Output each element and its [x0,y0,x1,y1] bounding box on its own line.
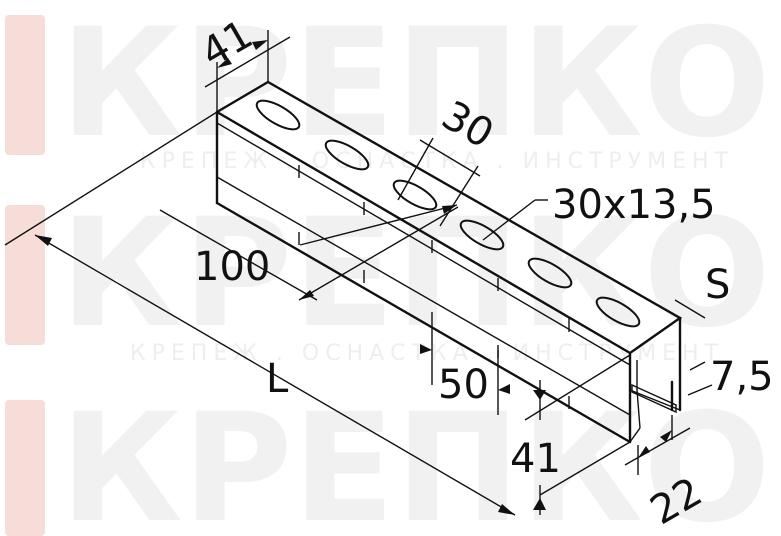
dim-slot-spacing: 100 [194,244,270,290]
dim-width-bottom: 41 [510,436,561,482]
watermark-tagline-2: КРЕПЕЖ . ОСНАСТКА . ИНСТРУМЕНТ [130,341,724,366]
dim-length: L [266,356,289,402]
watermark: КРЕПКОМ КРЕПКОМ КРЕПКОМ КРЕПЕЖ . ОСНАСТК… [5,0,781,536]
dim-thickness: S [705,262,730,308]
slots [255,99,641,328]
channel-body [215,80,683,444]
watermark-brand-1: КРЕПКОМ [60,0,781,171]
watermark-brand-3: КРЕПКОМ [60,382,781,536]
dim-height: 50 [438,362,489,408]
dim-slot-size: 30x13,5 [552,182,716,228]
dim-lip: 7,5 [710,354,774,400]
watermark-logo [5,15,45,536]
dimension-lines [4,30,713,516]
watermark-tagline-1: КРЕПЕЖ . ОСНАСТКА . ИНСТРУМЕНТ [140,149,734,174]
